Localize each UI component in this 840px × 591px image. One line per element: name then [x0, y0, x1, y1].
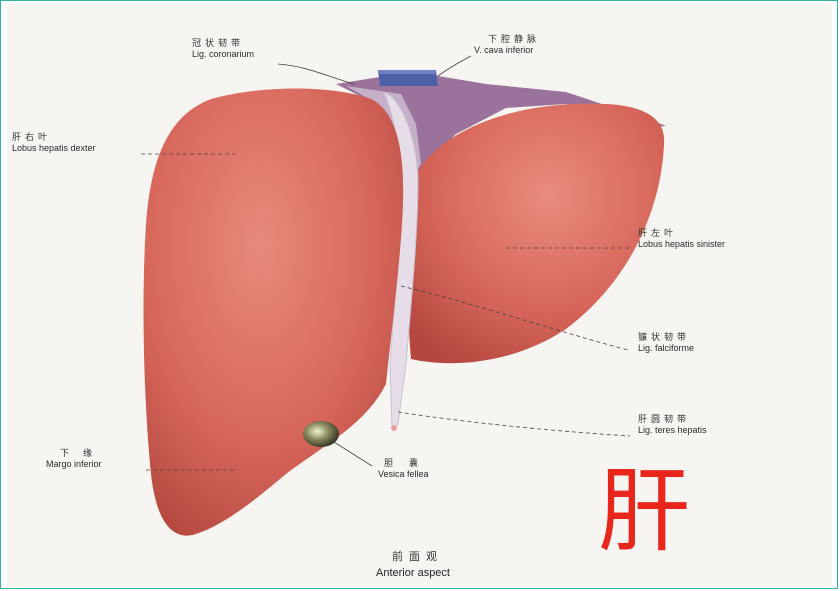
- label-falciform: 镰状韧带 Lig. falciforme: [638, 334, 694, 354]
- label-coronary-ligament: 冠状韧带 Lig. coronarium: [192, 40, 254, 60]
- label-vesica-en: Vesica fellea: [378, 470, 434, 480]
- label-margo: 下缘 Margo inferior: [46, 450, 106, 470]
- label-left-lobe-en: Lobus hepatis sinister: [638, 240, 725, 250]
- label-vesica: 胆囊 Vesica fellea: [378, 460, 434, 480]
- label-teres: 肝圆韧带 Lig. teres hepatis: [638, 416, 707, 436]
- label-right-lobe-en: Lobus hepatis dexter: [12, 144, 96, 154]
- gallbladder-shape: [303, 421, 339, 447]
- caption-en: Anterior aspect: [376, 567, 450, 579]
- right-lobe-shape: [144, 88, 404, 535]
- slide: 冠状韧带 Lig. coronarium 下腔静脉 V. cava inferi…: [6, 4, 832, 587]
- label-falciform-en: Lig. falciforme: [638, 344, 694, 354]
- left-lobe-shape: [408, 104, 664, 364]
- slide-title-char: 肝: [598, 466, 690, 558]
- label-coronary-ligament-en: Lig. coronarium: [192, 50, 254, 60]
- label-left-lobe: 肝左叶 Lobus hepatis sinister: [638, 230, 725, 250]
- liver-illustration: [6, 4, 832, 587]
- label-ivc: 下腔静脉 V. cava inferior: [474, 36, 540, 56]
- label-right-lobe: 肝右叶 Lobus hepatis dexter: [12, 134, 96, 154]
- label-teres-en: Lig. teres hepatis: [638, 426, 707, 436]
- caption-zh: 前面观: [392, 548, 443, 564]
- label-margo-en: Margo inferior: [46, 460, 106, 470]
- label-ivc-en: V. cava inferior: [474, 46, 540, 56]
